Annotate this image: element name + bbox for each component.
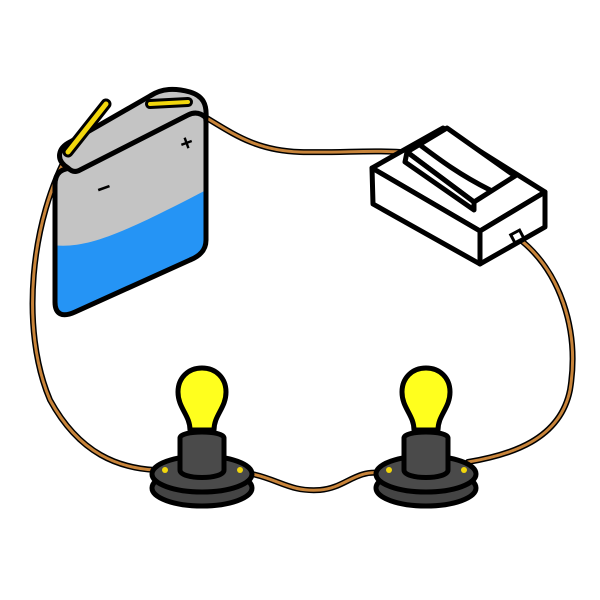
wire-switch-to-bulb [465,235,576,465]
bulb-right [373,365,479,509]
rocker-button[interactable] [402,125,518,213]
clip-left [62,98,112,158]
bulb-left [149,365,255,509]
switch-wire-port [508,228,526,245]
battery: − + [52,86,209,318]
clip-top [145,97,193,109]
wire-between-bulbs [249,469,383,494]
switch[interactable] [369,125,548,267]
wire-left [29,147,158,473]
